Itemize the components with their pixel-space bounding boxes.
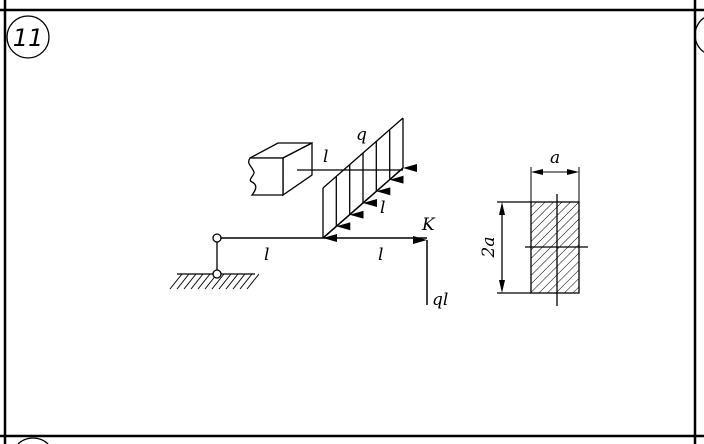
neighbor-problem-circle	[17, 437, 49, 444]
problem-number-badge: 11	[6, 15, 50, 59]
label-2a: 2a	[479, 237, 499, 259]
pin-support	[169, 233, 260, 290]
label-q: q	[356, 125, 367, 145]
label-a: a	[550, 148, 560, 168]
label-l-diag: l	[380, 198, 385, 218]
neighbor-problem-circle	[694, 17, 704, 53]
cross-section	[497, 167, 588, 306]
wall-block	[248, 141, 403, 197]
label-l-diag-top: l	[323, 147, 328, 167]
label-k: K	[421, 215, 436, 235]
label-l-left: l	[264, 245, 269, 265]
label-ql: ql	[432, 290, 448, 310]
problem-number: 11	[13, 24, 44, 52]
label-l-right: l	[378, 245, 383, 265]
distributed-load-arrows	[322, 118, 417, 242]
